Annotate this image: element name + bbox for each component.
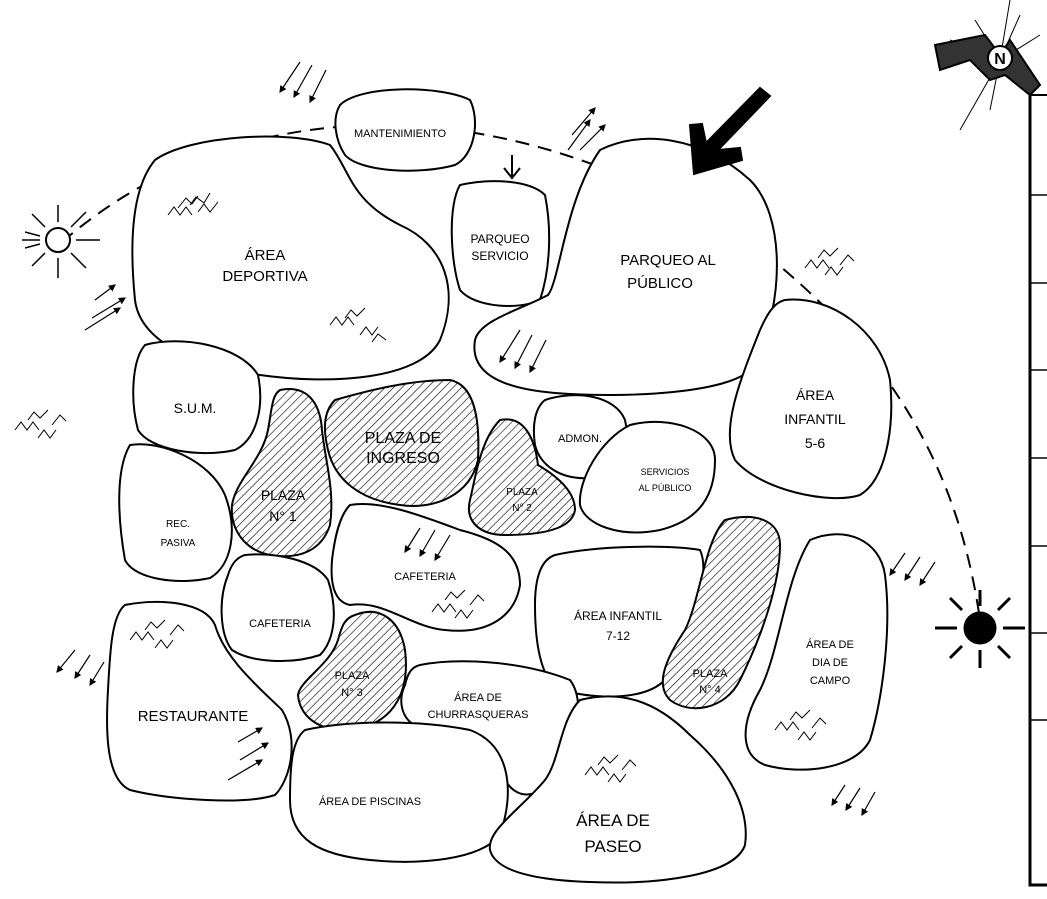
vegetation-icon (14, 409, 67, 439)
vegetation-icon (129, 619, 185, 649)
dominant-wind-arrow-icon (688, 86, 772, 176)
svg-text:N° 4: N° 4 (699, 684, 721, 696)
svg-text:ÁREA: ÁREA (796, 387, 835, 403)
svg-text:PLAZA: PLAZA (693, 668, 729, 680)
zone-area-deportiva: ÁREA DEPORTIVA (131, 135, 450, 381)
sun-rise-icon (22, 205, 100, 278)
zone-servicios-publico: SERVICIOS AL PÚBLICO (578, 420, 717, 534)
zone-rec-pasiva: REC. PASIVA (118, 443, 233, 582)
svg-text:S.U.M.: S.U.M. (174, 400, 217, 416)
svg-text:5-6: 5-6 (805, 435, 825, 451)
wind-arrow-icon (84, 284, 127, 331)
vegetation-icon (329, 307, 387, 343)
svg-text:ÁREA DE: ÁREA DE (806, 638, 854, 651)
svg-text:INGRESO: INGRESO (366, 450, 440, 467)
svg-text:RESTAURANTE: RESTAURANTE (138, 708, 249, 725)
zone-area-paseo: ÁREA DE PASEO (488, 695, 747, 884)
zone-sum: S.U.M. (132, 340, 262, 455)
wind-arrow-icon (279, 61, 327, 104)
svg-text:PARQUEO: PARQUEO (470, 232, 529, 246)
vegetation-icon (804, 247, 855, 276)
svg-text:AL PÚBLICO: AL PÚBLICO (639, 483, 692, 493)
wind-arrow-icon (404, 527, 451, 562)
svg-text:SERVICIO: SERVICIO (471, 249, 528, 263)
zone-area-infantil-7-12: ÁREA INFANTIL 7-12 (533, 545, 705, 698)
svg-text:INFANTIL: INFANTIL (784, 411, 846, 427)
vegetation-icon (584, 754, 637, 783)
vegetation-icon (167, 192, 219, 216)
wind-arrow-icon (227, 727, 270, 781)
vegetation-icon (431, 589, 485, 619)
wind-arrow-icon (831, 784, 876, 817)
svg-text:PLAZA: PLAZA (506, 487, 538, 498)
vegetation-icon (774, 709, 827, 741)
svg-text:DIA DE: DIA DE (812, 657, 848, 669)
svg-text:PLAZA DE: PLAZA DE (365, 430, 441, 447)
svg-text:CAFETERIA: CAFETERIA (394, 571, 456, 583)
svg-text:REC.: REC. (166, 519, 190, 530)
zone-area-dia-campo: ÁREA DE DIA DE CAMPO (744, 533, 889, 771)
svg-text:7-12: 7-12 (606, 629, 630, 643)
svg-text:CAMPO: CAMPO (810, 675, 851, 687)
legend-frame (1028, 94, 1047, 887)
wind-arrow-icon (503, 155, 521, 180)
svg-text:PASEO: PASEO (584, 837, 641, 856)
svg-text:ÁREA: ÁREA (245, 247, 286, 264)
zone-plaza-ingreso: PLAZA DE INGRESO (323, 378, 480, 507)
wind-arrow-icon (499, 329, 547, 374)
zone-area-piscinas: ÁREA DE PISCINAS (288, 721, 509, 863)
svg-text:N° 3: N° 3 (341, 687, 363, 699)
wind-arrow-icon (56, 649, 105, 687)
svg-text:ADMON.: ADMON. (558, 433, 602, 445)
zone-area-churrasqueras: ÁREA DE CHURRASQUERAS (400, 660, 580, 796)
zone-restaurante: RESTAURANTE (106, 600, 293, 802)
svg-text:ÁREA DE: ÁREA DE (576, 811, 650, 830)
svg-text:PASIVA: PASIVA (161, 538, 196, 549)
svg-text:N: N (994, 51, 1006, 68)
zone-plaza-3: PLAZA N° 3 (296, 610, 407, 731)
zone-parqueo-publico: PARQUEO AL PÚBLICO (473, 137, 778, 396)
svg-text:DEPORTIVA: DEPORTIVA (222, 268, 307, 285)
svg-text:PARQUEO AL: PARQUEO AL (620, 252, 716, 269)
svg-text:CHURRASQUERAS: CHURRASQUERAS (428, 709, 529, 721)
svg-text:SERVICIOS: SERVICIOS (641, 467, 690, 477)
svg-text:PLAZA: PLAZA (335, 670, 371, 682)
svg-text:PLAZA: PLAZA (261, 487, 306, 503)
svg-text:N° 1: N° 1 (269, 508, 297, 524)
zone-plaza-4: PLAZA N° 4 (661, 516, 782, 710)
zone-cafeteria-center: CAFETERIA (330, 503, 522, 632)
svg-text:MANTENIMIENTO: MANTENIMIENTO (354, 128, 447, 140)
svg-text:CAFETERIA: CAFETERIA (249, 618, 311, 630)
zone-mantenimiento: MANTENIMIENTO (334, 88, 476, 172)
svg-text:ÁREA DE PISCINAS: ÁREA DE PISCINAS (319, 795, 421, 808)
svg-text:ÁREA INFANTIL: ÁREA INFANTIL (574, 608, 662, 623)
zone-cafeteria-left: CAFETERIA (220, 553, 335, 663)
svg-text:N° 2: N° 2 (512, 503, 532, 514)
zone-area-infantil-5-6: ÁREA INFANTIL 5-6 (728, 298, 893, 499)
wind-arrow-icon (889, 552, 936, 587)
sun-set-icon (935, 590, 1025, 668)
north-arrow-icon: N (933, 0, 1042, 131)
svg-text:PÚBLICO: PÚBLICO (627, 275, 693, 292)
wind-arrow-icon (567, 107, 606, 151)
svg-text:ÁREA DE: ÁREA DE (454, 691, 502, 704)
zone-parqueo-servicio: PARQUEO SERVICIO (450, 180, 551, 307)
zone-plaza-2: PLAZA N° 2 (467, 418, 577, 537)
